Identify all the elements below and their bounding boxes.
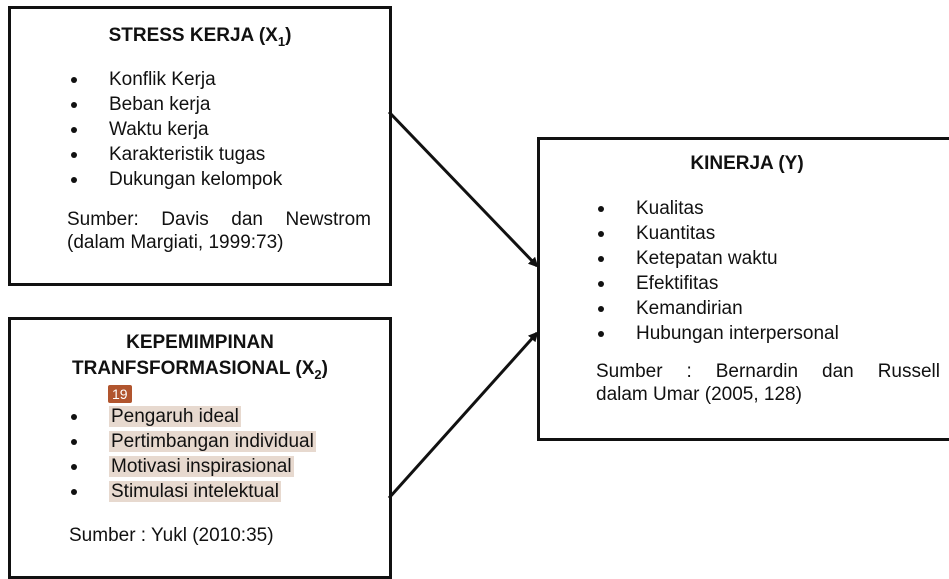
stress-kerja-title: STRESS KERJA (X1) <box>108 25 292 49</box>
kinerja-source: Sumber : Bernardin dan Russell dalam Uma… <box>596 360 940 405</box>
list-item: Beban kerja <box>11 92 389 117</box>
kinerja-box: KINERJA (Y) Kualitas Kuantitas Ketepatan… <box>537 137 949 441</box>
list-item: Pertimbangan individual <box>11 429 389 454</box>
list-item: Pengaruh ideal <box>11 404 389 429</box>
list-item: Motivasi inspirasional <box>11 454 389 479</box>
kepemimpinan-list: Pengaruh ideal Pertimbangan individual M… <box>11 404 389 504</box>
arrow-x2-to-y <box>387 331 539 500</box>
stress-kerja-list: Konflik Kerja Beban kerja Waktu kerja Ka… <box>11 67 389 192</box>
list-item: Kuantitas <box>540 221 949 246</box>
arrow-x1-to-y <box>387 110 539 268</box>
list-item: Kemandirian <box>540 296 949 321</box>
list-item: Kualitas <box>540 196 949 221</box>
list-item: Dukungan kelompok <box>11 167 389 192</box>
kepemimpinan-title: KEPEMIMPINAN TRANFSFORMASIONAL (X2) <box>72 332 328 382</box>
kepemimpinan-box: KEPEMIMPINAN TRANFSFORMASIONAL (X2) 19 P… <box>8 317 392 579</box>
list-item: Karakteristik tugas <box>11 142 389 167</box>
list-item: Stimulasi intelektual <box>11 479 389 504</box>
kinerja-list: Kualitas Kuantitas Ketepatan waktu Efekt… <box>540 196 949 346</box>
stress-kerja-source: Sumber: Davis dan Newstrom (dalam Margia… <box>67 209 371 254</box>
list-item: Konflik Kerja <box>11 67 389 92</box>
annotation-badge[interactable]: 19 <box>108 384 132 403</box>
kinerja-title: KINERJA (Y) <box>690 153 804 174</box>
stress-kerja-box: STRESS KERJA (X1) Konflik Kerja Beban ke… <box>8 6 392 286</box>
list-item: Hubungan interpersonal <box>540 321 949 346</box>
list-item: Ketepatan waktu <box>540 246 949 271</box>
list-item: Waktu kerja <box>11 117 389 142</box>
list-item: Efektifitas <box>540 271 949 296</box>
kepemimpinan-source: Sumber : Yukl (2010:35) <box>69 524 274 546</box>
